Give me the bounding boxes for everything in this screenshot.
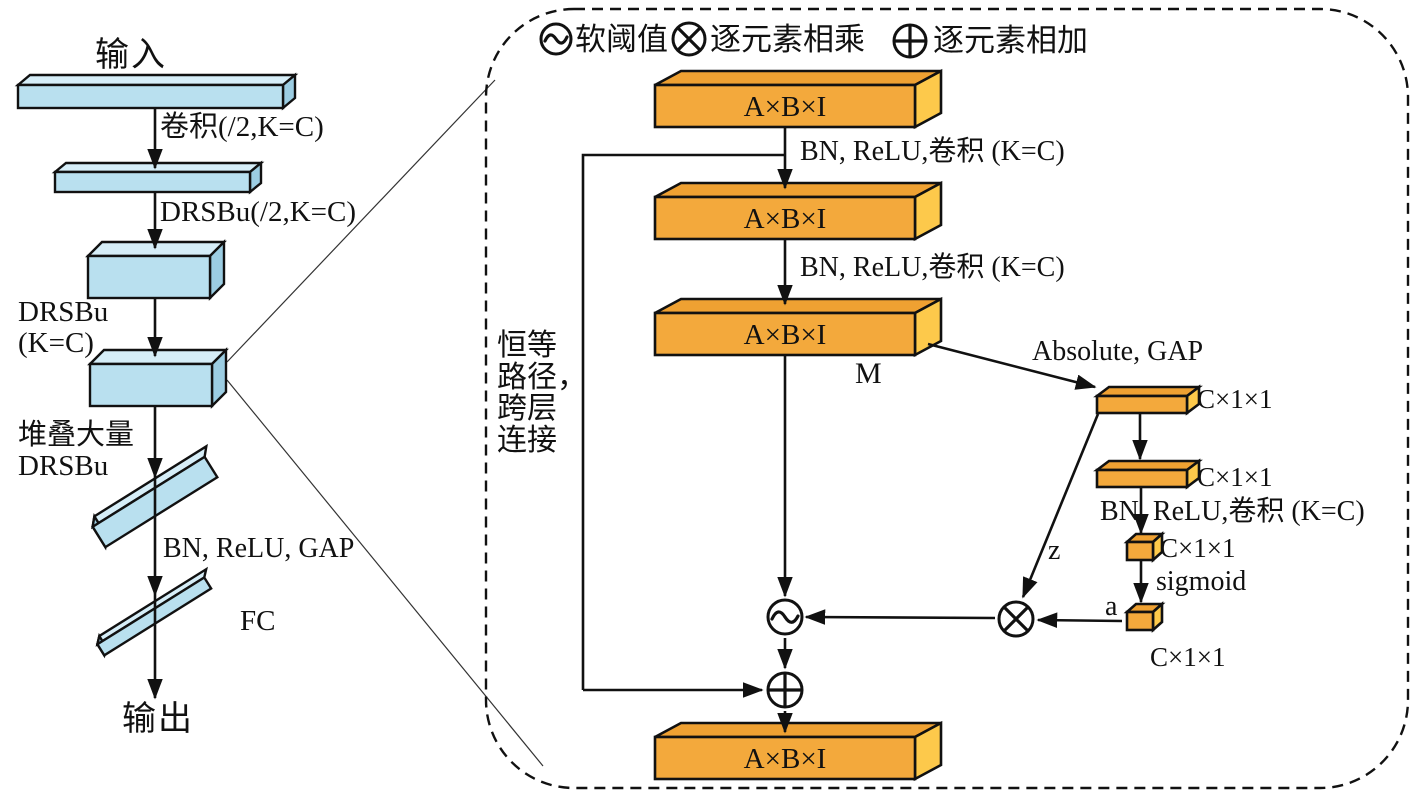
bn-relu-conv-label-1: BN, ReLU,卷积 (K=C) — [800, 136, 1065, 167]
c11-cube-1 — [1123, 531, 1166, 563]
zoom-connector-lines — [226, 79, 544, 767]
legend-add-icon — [892, 23, 928, 59]
tensor-box-output-label: A×B×I — [743, 743, 827, 775]
c11-label-4: C×1×1 — [1150, 642, 1226, 672]
sigmoid-label: sigmoid — [1156, 566, 1247, 597]
bn-relu-conv-label-3: BN, ReLU,卷积 (K=C) — [1100, 496, 1365, 527]
soft-threshold-icon — [766, 598, 804, 636]
tensor-box-1-label: A×B×I — [743, 91, 827, 123]
absolute-gap-label: Absolute, GAP — [1032, 336, 1204, 367]
tensor-box-2 — [653, 180, 943, 242]
c11-label-3: C×1×1 — [1160, 533, 1236, 563]
conv-output-bar — [51, 160, 265, 195]
tensor-box-3 — [653, 296, 943, 358]
bn-relu-gap-label: BN, ReLU, GAP — [163, 533, 355, 564]
stack-drsbu-label: 堆叠大量 DRSBu — [18, 419, 135, 483]
drsbu-half-step-label: DRSBu(/2,K=C) — [160, 196, 357, 228]
drsbu-cube-1 — [85, 239, 227, 301]
elementwise-add-icon — [766, 671, 804, 709]
c11-label-1: C×1×1 — [1197, 384, 1273, 414]
c11-label-2: C×1×1 — [1197, 462, 1273, 492]
elementwise-multiply-icon — [997, 600, 1035, 638]
conv-step-label: 卷积(/2,K=C) — [160, 111, 324, 143]
input-tensor-bar — [14, 72, 299, 111]
fc-label: FC — [240, 605, 276, 637]
identity-path-label: 恒等 路径， 跨层 连接 — [497, 329, 587, 457]
legend-soft-threshold-label: 软阈值 — [575, 22, 668, 57]
block-flow-arrows — [581, 127, 1149, 734]
output-label: 输出 — [122, 701, 194, 738]
legend-add-label: 逐元素相加 — [933, 23, 1088, 58]
c11-slab-1 — [1093, 384, 1203, 416]
legend-multiply-label: 逐元素相乘 — [710, 22, 865, 57]
tensor-box-3-label: A×B×I — [743, 319, 827, 351]
c11-slab-2 — [1093, 458, 1203, 490]
z-label: z — [1048, 535, 1061, 566]
bn-relu-conv-label-2: BN, ReLU,卷积 (K=C) — [800, 252, 1065, 283]
legend-multiply-icon — [671, 21, 707, 57]
legend-soft-threshold-icon — [539, 22, 573, 56]
tensor-box-2-label: A×B×I — [743, 203, 827, 235]
m-label: M — [855, 357, 882, 390]
a-label: a — [1105, 591, 1118, 622]
c11-cube-2 — [1123, 601, 1166, 633]
drsbu-cube-2 — [87, 347, 229, 409]
drsbu-kc-label: DRSBu (K=C) — [18, 296, 109, 360]
tensor-box-1 — [653, 68, 943, 130]
tensor-box-output — [653, 720, 943, 782]
detail-panel-border — [484, 7, 1410, 790]
input-label: 输入 — [95, 37, 167, 74]
